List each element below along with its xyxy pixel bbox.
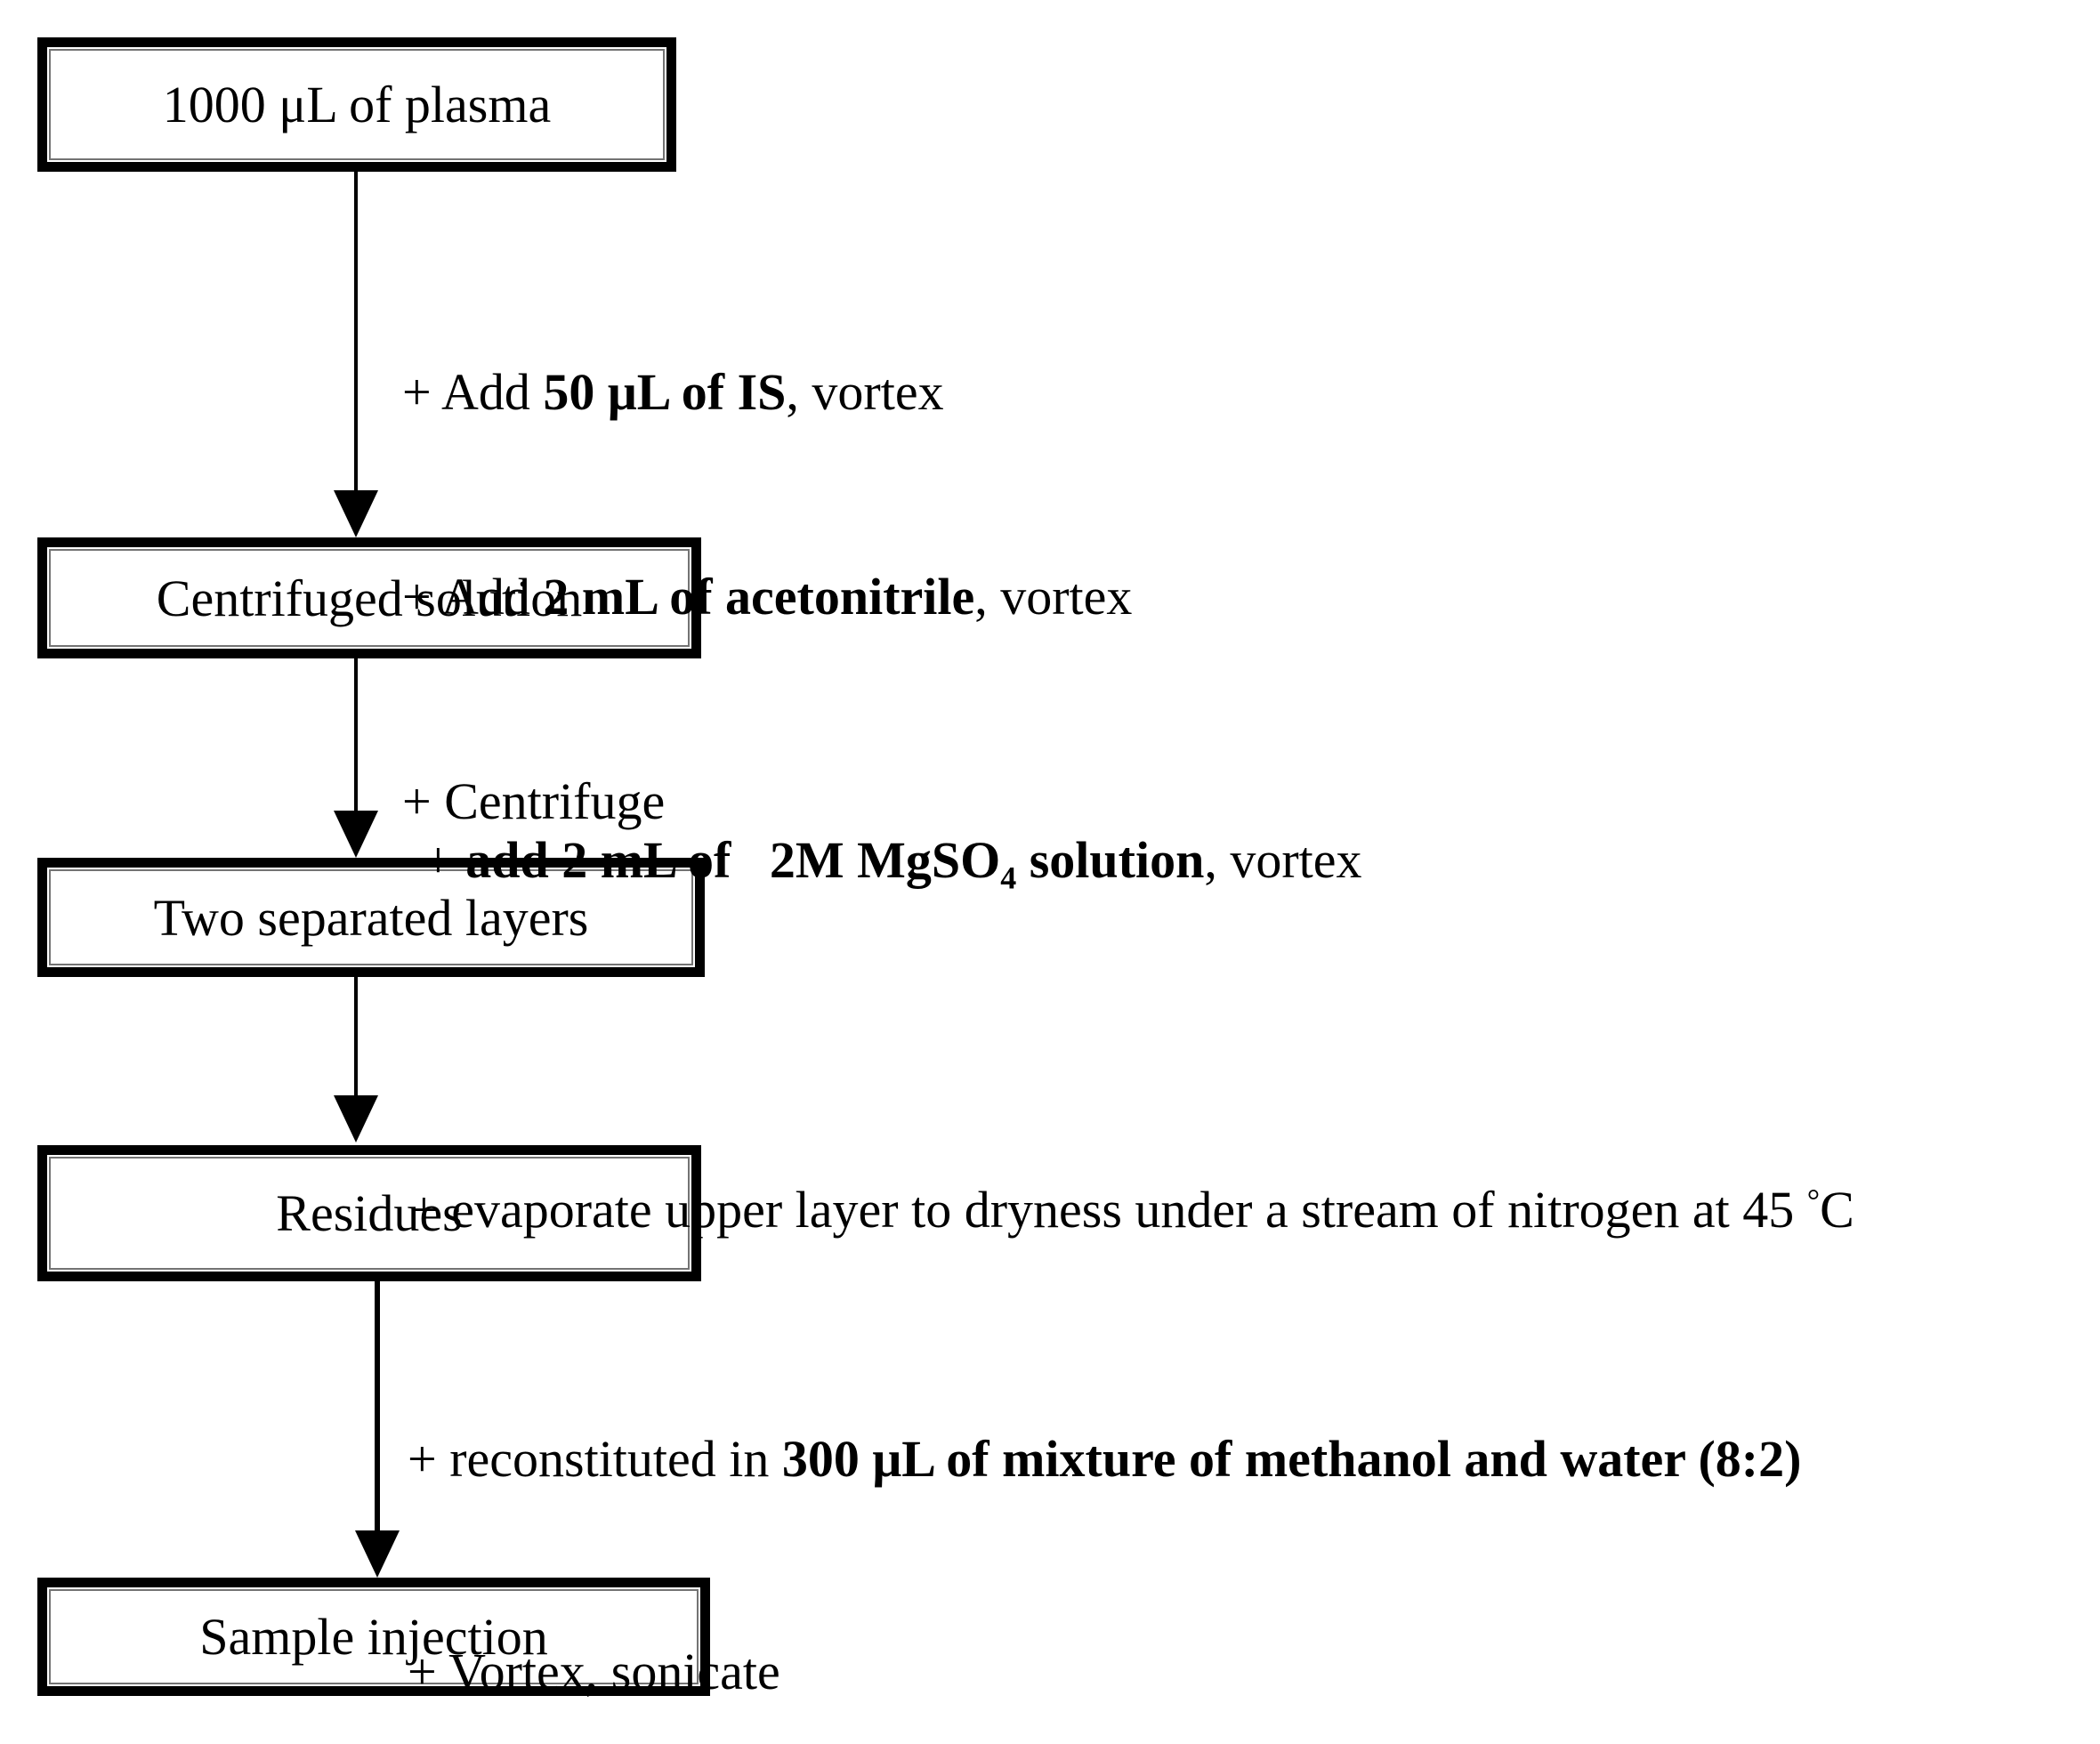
annotation-line: + Add 2 mL of acetonitrile, vortex	[402, 568, 1133, 626]
annotation-line: + Centrifuge	[402, 772, 666, 830]
node-plasma-label: 1000 μL of plasma	[162, 76, 552, 133]
arrowhead-4-down-icon	[355, 1530, 400, 1578]
arrow-line-3	[354, 975, 358, 1097]
annotation-line: + Vortex, sonicate	[408, 1643, 780, 1700]
arrow-line-1	[354, 169, 358, 494]
arrow-line-4	[375, 1280, 380, 1532]
arrowhead-3-down-icon	[334, 1095, 378, 1142]
annotation-group-4: + reconstituted in 300 μL of mixture of …	[408, 1293, 1801, 1744]
node-sample-injection-label: Sample injection	[199, 1608, 548, 1666]
node-two-separated-layers-label: Two separated layers	[153, 888, 589, 947]
annotation-line: + Add 50 μL of IS, vortex	[402, 363, 944, 421]
annotation-line: + add 2 mL of 2M MgSO4 solution, vortex	[424, 831, 1362, 896]
annotation-group-2: + add 2 mL of 2M MgSO4 solution, vortex	[424, 698, 1362, 1040]
annotation-group-1: + Add 50 μL of IS, vortex + Add 2 mL of …	[402, 230, 1132, 964]
node-residues: Residues	[37, 1145, 701, 1281]
node-residues-label: Residues	[276, 1184, 463, 1242]
arrowhead-1-down-icon	[334, 490, 378, 537]
arrowhead-2-down-icon	[334, 811, 378, 858]
node-sample-injection: Sample injection	[37, 1578, 710, 1696]
node-centrifuged-solution-label: Centrifuged solution	[156, 569, 583, 627]
arrow-line-2	[354, 657, 358, 812]
node-two-separated-layers: Two separated layers	[37, 858, 705, 977]
node-plasma: 1000 μL of plasma	[37, 37, 676, 172]
annotation-line: + reconstituted in 300 μL of mixture of …	[408, 1430, 1802, 1488]
annotation-line: + evaporate upper layer to dryness under…	[409, 1180, 1854, 1239]
annotation-group-3: + evaporate upper layer to dryness under…	[409, 1038, 1854, 1372]
node-centrifuged-solution: Centrifuged solution	[37, 537, 701, 658]
